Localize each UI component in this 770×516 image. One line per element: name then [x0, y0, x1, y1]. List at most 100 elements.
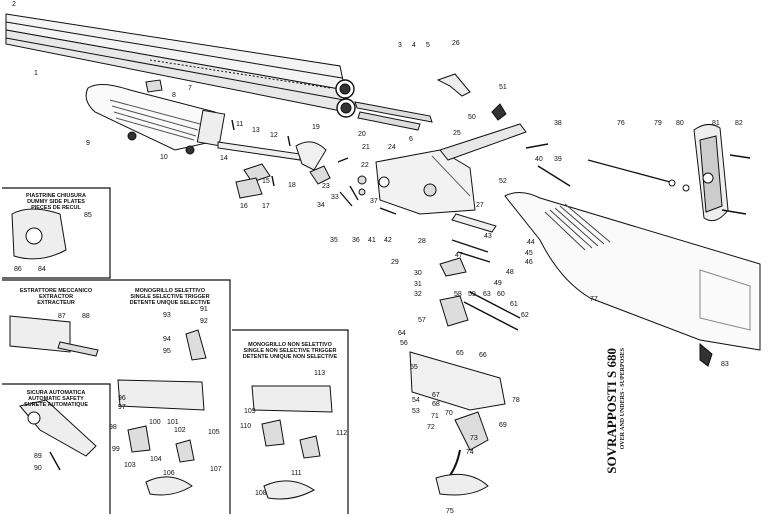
part-number: 10: [160, 154, 168, 161]
part-number: 13: [252, 127, 260, 134]
part-number: 72: [427, 424, 435, 431]
part-number: 65: [456, 350, 464, 357]
part-number: 68: [432, 401, 440, 408]
part-number: 31: [414, 281, 422, 288]
part-number: 97: [118, 404, 126, 411]
part-number: 12: [270, 132, 278, 139]
part-number: 61: [510, 301, 518, 308]
part-number: 96: [118, 395, 126, 402]
part-number: 64: [398, 330, 406, 337]
part-number: 22: [361, 162, 369, 169]
part-number: 46: [525, 259, 533, 266]
part-number: 82: [735, 120, 743, 127]
part-number: 32: [414, 291, 422, 298]
part-number: 84: [38, 266, 46, 273]
part-number: 19: [312, 124, 320, 131]
part-number: 27: [476, 202, 484, 209]
part-number: 18: [288, 182, 296, 189]
part-number: 107: [210, 466, 222, 473]
part-number: 52: [499, 178, 507, 185]
title-main: SOVRAPPOSTI S 680: [604, 348, 619, 474]
part-number: 59: [468, 291, 476, 298]
part-number: 40: [535, 156, 543, 163]
part-number: 56: [400, 340, 408, 347]
part-number: 35: [330, 237, 338, 244]
part-number: 73: [470, 435, 478, 442]
part-number: 95: [163, 348, 171, 355]
part-number: 25: [453, 130, 461, 137]
part-number: 21: [362, 144, 370, 151]
part-number: 23: [322, 183, 330, 190]
part-number: 108: [255, 490, 267, 497]
part-number: 106: [163, 470, 175, 477]
part-number: 41: [368, 237, 376, 244]
part-number: 50: [468, 114, 476, 121]
part-number: 88: [82, 313, 90, 320]
part-number: 89: [34, 453, 42, 460]
part-number: 4: [412, 42, 416, 49]
part-number: 81: [712, 120, 720, 127]
part-number: 90: [34, 465, 42, 472]
part-number: 29: [391, 259, 399, 266]
part-number: 45: [525, 250, 533, 257]
part-number: 62: [521, 312, 529, 319]
trigger-group: [409, 291, 521, 496]
part-number: 99: [112, 446, 120, 453]
part-number: 94: [163, 336, 171, 343]
part-number: 58: [454, 291, 462, 298]
part-number: 54: [412, 397, 420, 404]
part-number: 8: [172, 92, 176, 99]
part-number: 28: [418, 238, 426, 245]
part-number: 111: [291, 470, 302, 477]
part-number: 75: [446, 508, 454, 515]
part-number: 53: [412, 408, 420, 415]
part-number: 20: [358, 131, 366, 138]
part-number: 16: [240, 203, 248, 210]
part-number: 86: [14, 266, 22, 273]
diagram-title: SOVRAPPOSTI S 680 OVER AND UNDERS - SUPE…: [604, 348, 634, 488]
part-number: 26: [452, 40, 460, 47]
part-number: 57: [418, 317, 426, 324]
part-number: 6: [409, 136, 413, 143]
part-number: 71: [431, 413, 439, 420]
part-number: 110: [240, 423, 252, 430]
part-number: 36: [352, 237, 360, 244]
part-number: 49: [494, 280, 502, 287]
part-number: 105: [208, 429, 220, 436]
part-number: 79: [654, 120, 662, 127]
part-number: 11: [236, 121, 244, 128]
part-number: 85: [84, 212, 92, 219]
title-sub: OVER AND UNDERS - SUPERPOSES: [620, 348, 626, 450]
part-number: 3: [398, 42, 402, 49]
part-number: 51: [499, 84, 507, 91]
part-number: 15: [262, 178, 270, 185]
part-number: 74: [466, 449, 474, 456]
part-number: 101: [167, 419, 179, 426]
part-number: 92: [200, 318, 208, 325]
part-number: 30: [414, 270, 422, 277]
part-number: 1: [34, 70, 38, 77]
part-number: 113: [314, 370, 326, 377]
part-number: 9: [86, 140, 90, 147]
part-number: 2: [12, 1, 16, 8]
part-number: 48: [506, 269, 514, 276]
part-number: 104: [150, 456, 162, 463]
part-number: 39: [554, 156, 562, 163]
barrel-assembly: [5, 13, 356, 118]
part-number: 70: [445, 410, 453, 417]
part-number: 14: [220, 155, 228, 162]
part-number: 7: [188, 85, 192, 92]
part-number: 33: [331, 194, 339, 201]
part-number: 24: [388, 144, 396, 151]
stock: [504, 192, 761, 351]
part-number: 98: [109, 424, 117, 431]
part-number: 66: [479, 352, 487, 359]
part-number: 42: [384, 237, 392, 244]
part-number: 43: [484, 233, 492, 240]
